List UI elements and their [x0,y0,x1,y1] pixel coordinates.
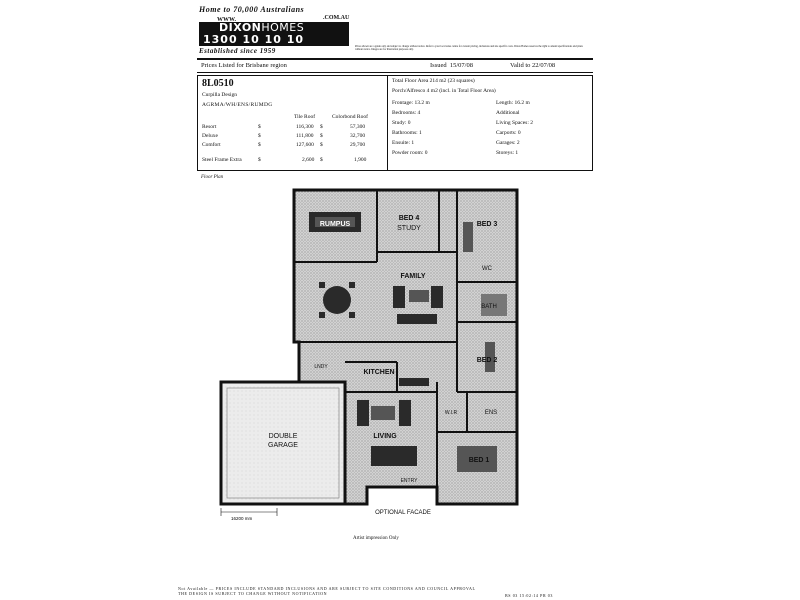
spec-storeys: Storeys: 1 [496,150,519,156]
room-bed4: BED 4 [399,215,420,222]
spec-carports: Carports: 0 [496,130,521,136]
room-laundry: LNDY [314,364,328,370]
room-bed3: BED 3 [477,221,498,228]
furniture [309,212,507,472]
room-bed2: BED 2 [477,357,498,364]
optional-facade-label: OPTIONAL FACADE [375,510,431,516]
room-living: LIVING [373,433,397,440]
room-ensuite: ENS [485,410,497,416]
artist-impression: Artist impression Only [353,536,399,541]
spec-frontage: Frontage: 13.2 m [392,100,430,106]
dimension-width: 16200 mm [231,516,253,521]
room-kitchen: KITCHEN [363,369,394,376]
spec-panel: Total Floor Area 214 m2 (23 squares) Por… [388,76,592,170]
spec-bedrooms: Bedrooms: 4 [392,110,421,116]
brand-logo: DIXONHOMES [199,22,349,34]
subheader-rule [197,72,593,73]
spec-study: Study: 0 [392,120,411,126]
room-wir: W.I.R [445,410,458,416]
facade-code: AGRMA/WH/ENS/RUMDG [202,102,273,108]
double-garage [219,380,347,506]
price-panel: 8L0510 Curpilla Design AGRMA/WH/ENS/RUMD… [198,76,388,170]
issued-date: Issued 15/07/08 [430,62,473,69]
room-bath: BATH [481,304,497,310]
interior-walls [294,190,517,504]
steel-frame-row: Steel Frame Extra $ 2,600 $ 1,900 [202,157,367,163]
design-info-box: 8L0510 Curpilla Design AGRMA/WH/ENS/RUMD… [197,75,593,171]
spec-length: Length: 16.2 m [496,100,530,106]
room-entry: ENTRY [401,478,419,484]
room-bed1: BED 1 [469,457,490,464]
room-study: STUDY [397,225,421,232]
spec-living-spaces: Living Spaces: 2 [496,120,533,126]
room-wc: WC [482,266,493,272]
col-colorbond-roof: Colorbond Roof [332,114,368,120]
spec-ensuite: Ensuite: 1 [392,140,415,146]
header-rule [197,58,593,60]
brand-bold: DIXON [219,21,262,34]
phone-number: 1300 10 10 10 [199,34,349,46]
spec-additional: Additional [496,110,520,116]
design-code: 8L0510 [202,78,234,89]
tagline: Home to 70,000 Australians [199,5,305,14]
region-title: Prices Listed for Brisbane region [201,62,287,69]
price-row: Comfort $ 127,600 $ 29,700 [202,142,366,148]
footnote: Not Available — PRICES INCLUDE STANDARD … [178,586,476,596]
porch-area: Porch/Alfresco 4 m2 (incl. in Total Floo… [392,88,496,94]
col-tile-roof: Tile Roof [294,114,316,120]
established-since: Established since 1959 [199,47,276,55]
fax-stamp: BS 03 15:02:14 PR 03 [505,593,554,598]
total-floor-area: Total Floor Area 214 m2 (23 squares) [392,78,475,84]
design-name: Curpilla Design [202,92,237,98]
www-prefix: WWW. [217,17,236,23]
dimension-lines [220,508,278,516]
brand-thin: HOMES [261,21,305,34]
room-garage-line1: DOUBLE [269,433,298,440]
domain-suffix: .COM.AU [323,15,350,21]
valid-to-date: Valid to 22/07/08 [510,62,556,69]
disclaimer-text: Prices shown are a guide only and subjec… [355,45,583,51]
floor-plan: RUMPUS BED 4 STUDY BED 3 WC FAMILY BATH … [219,188,519,521]
price-row: Resort $ 116,300 $ 57,300 [202,124,366,130]
spec-garages: Garages: 2 [496,140,520,146]
spec-powder-room: Powder room: 0 [392,150,428,156]
spec-bathrooms: Bathrooms: 1 [392,130,422,136]
room-family: FAMILY [400,273,425,280]
floor-plan-label: Floor Plan [201,175,224,180]
price-sheet: Home to 70,000 Australians WWW. .COM.AU … [178,4,595,598]
room-rumpus: RUMPUS [320,221,351,228]
price-row: Deluxe $ 111,800 $ 32,700 [202,133,366,139]
room-garage-line2: GARAGE [268,442,298,449]
